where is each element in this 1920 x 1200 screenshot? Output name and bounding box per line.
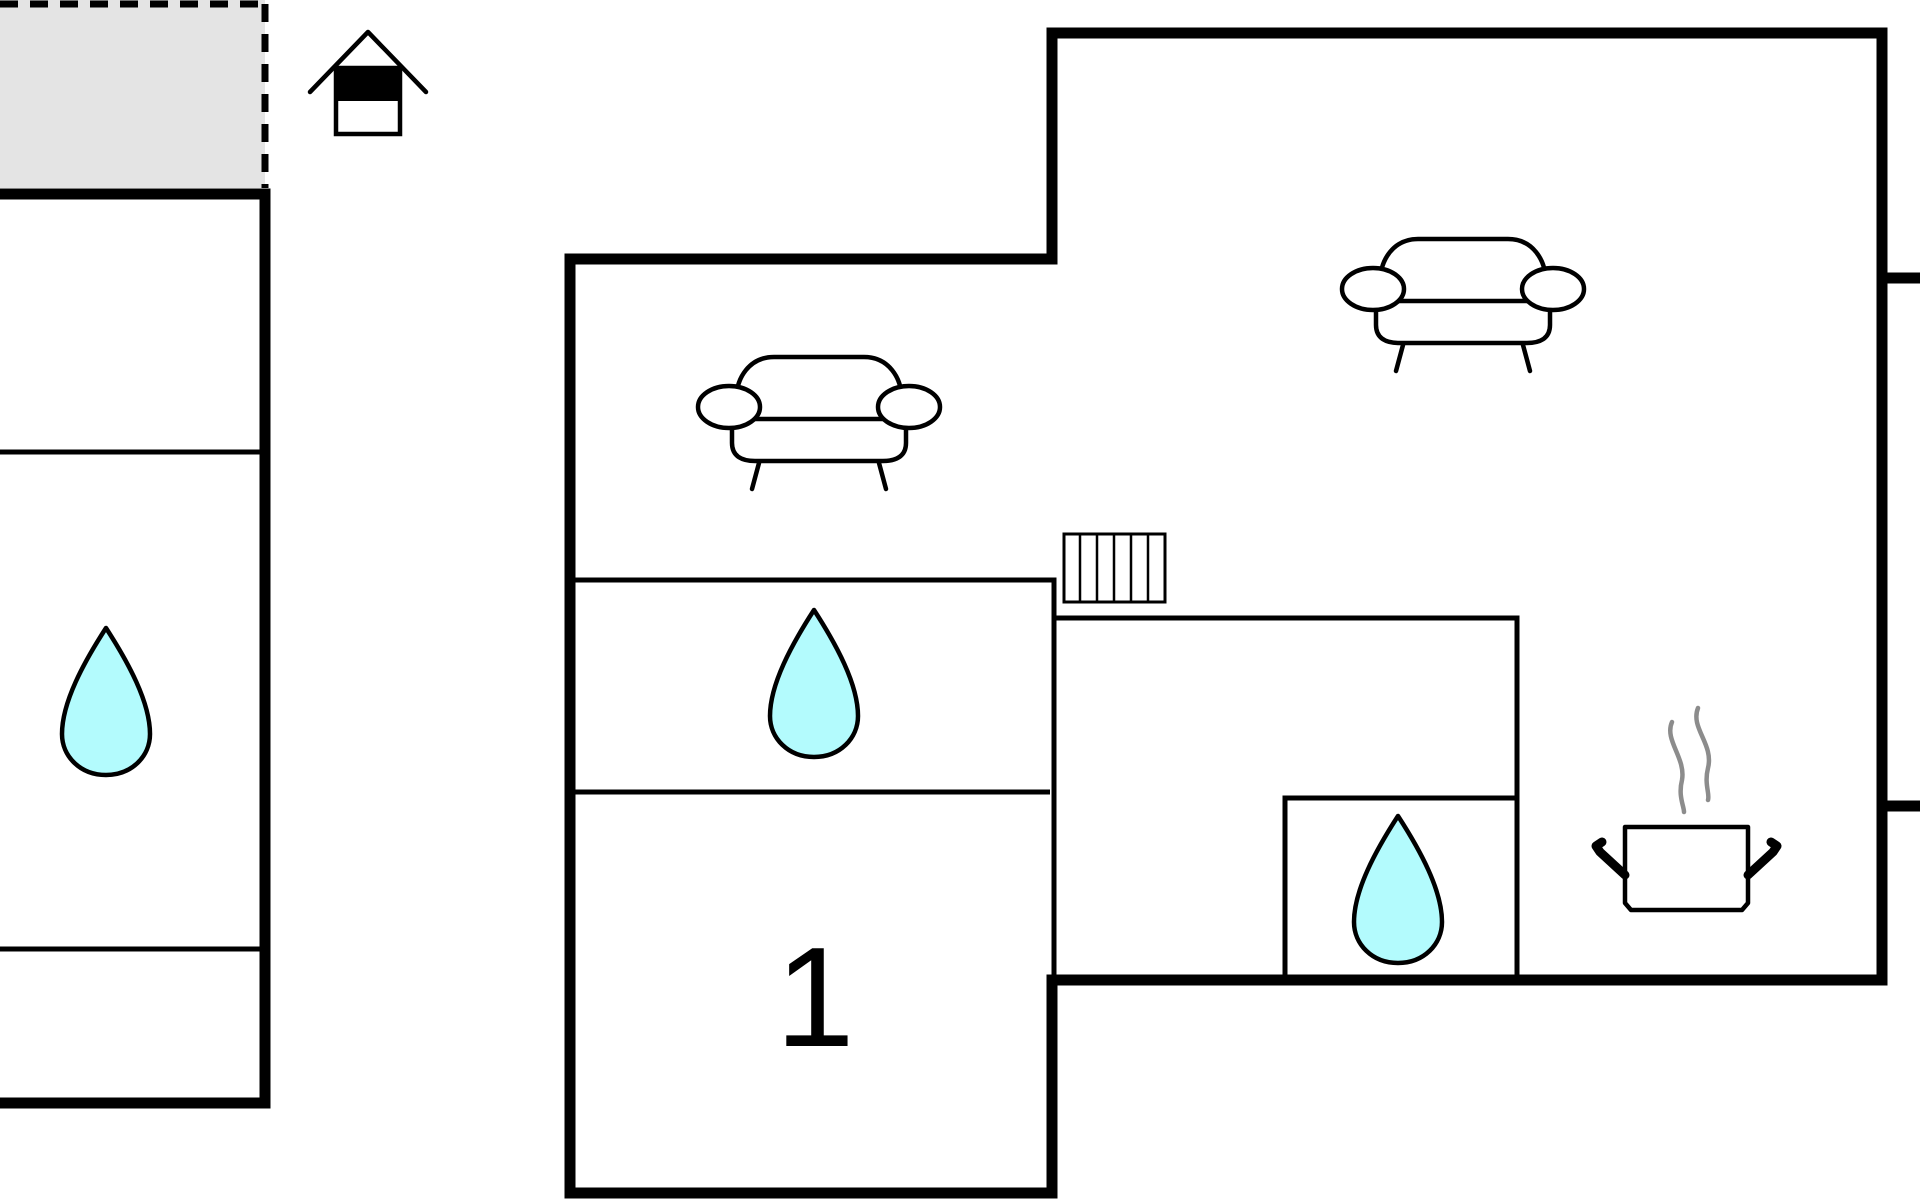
interior-walls xyxy=(575,577,1520,975)
room-number: 1 xyxy=(776,918,855,1077)
main-building-walls xyxy=(564,27,1920,1199)
house-entrance-icon xyxy=(307,29,429,137)
sofa-icon xyxy=(1339,236,1587,374)
left-building xyxy=(0,188,271,1109)
water-drop-icon xyxy=(767,607,861,760)
terrace-area xyxy=(0,0,269,188)
water-drop-icon xyxy=(59,625,153,778)
water-drop-icon xyxy=(1351,813,1445,966)
sofa-icon xyxy=(695,354,943,492)
cooking-pot-icon xyxy=(1591,705,1782,913)
radiator-icon xyxy=(1062,532,1167,604)
